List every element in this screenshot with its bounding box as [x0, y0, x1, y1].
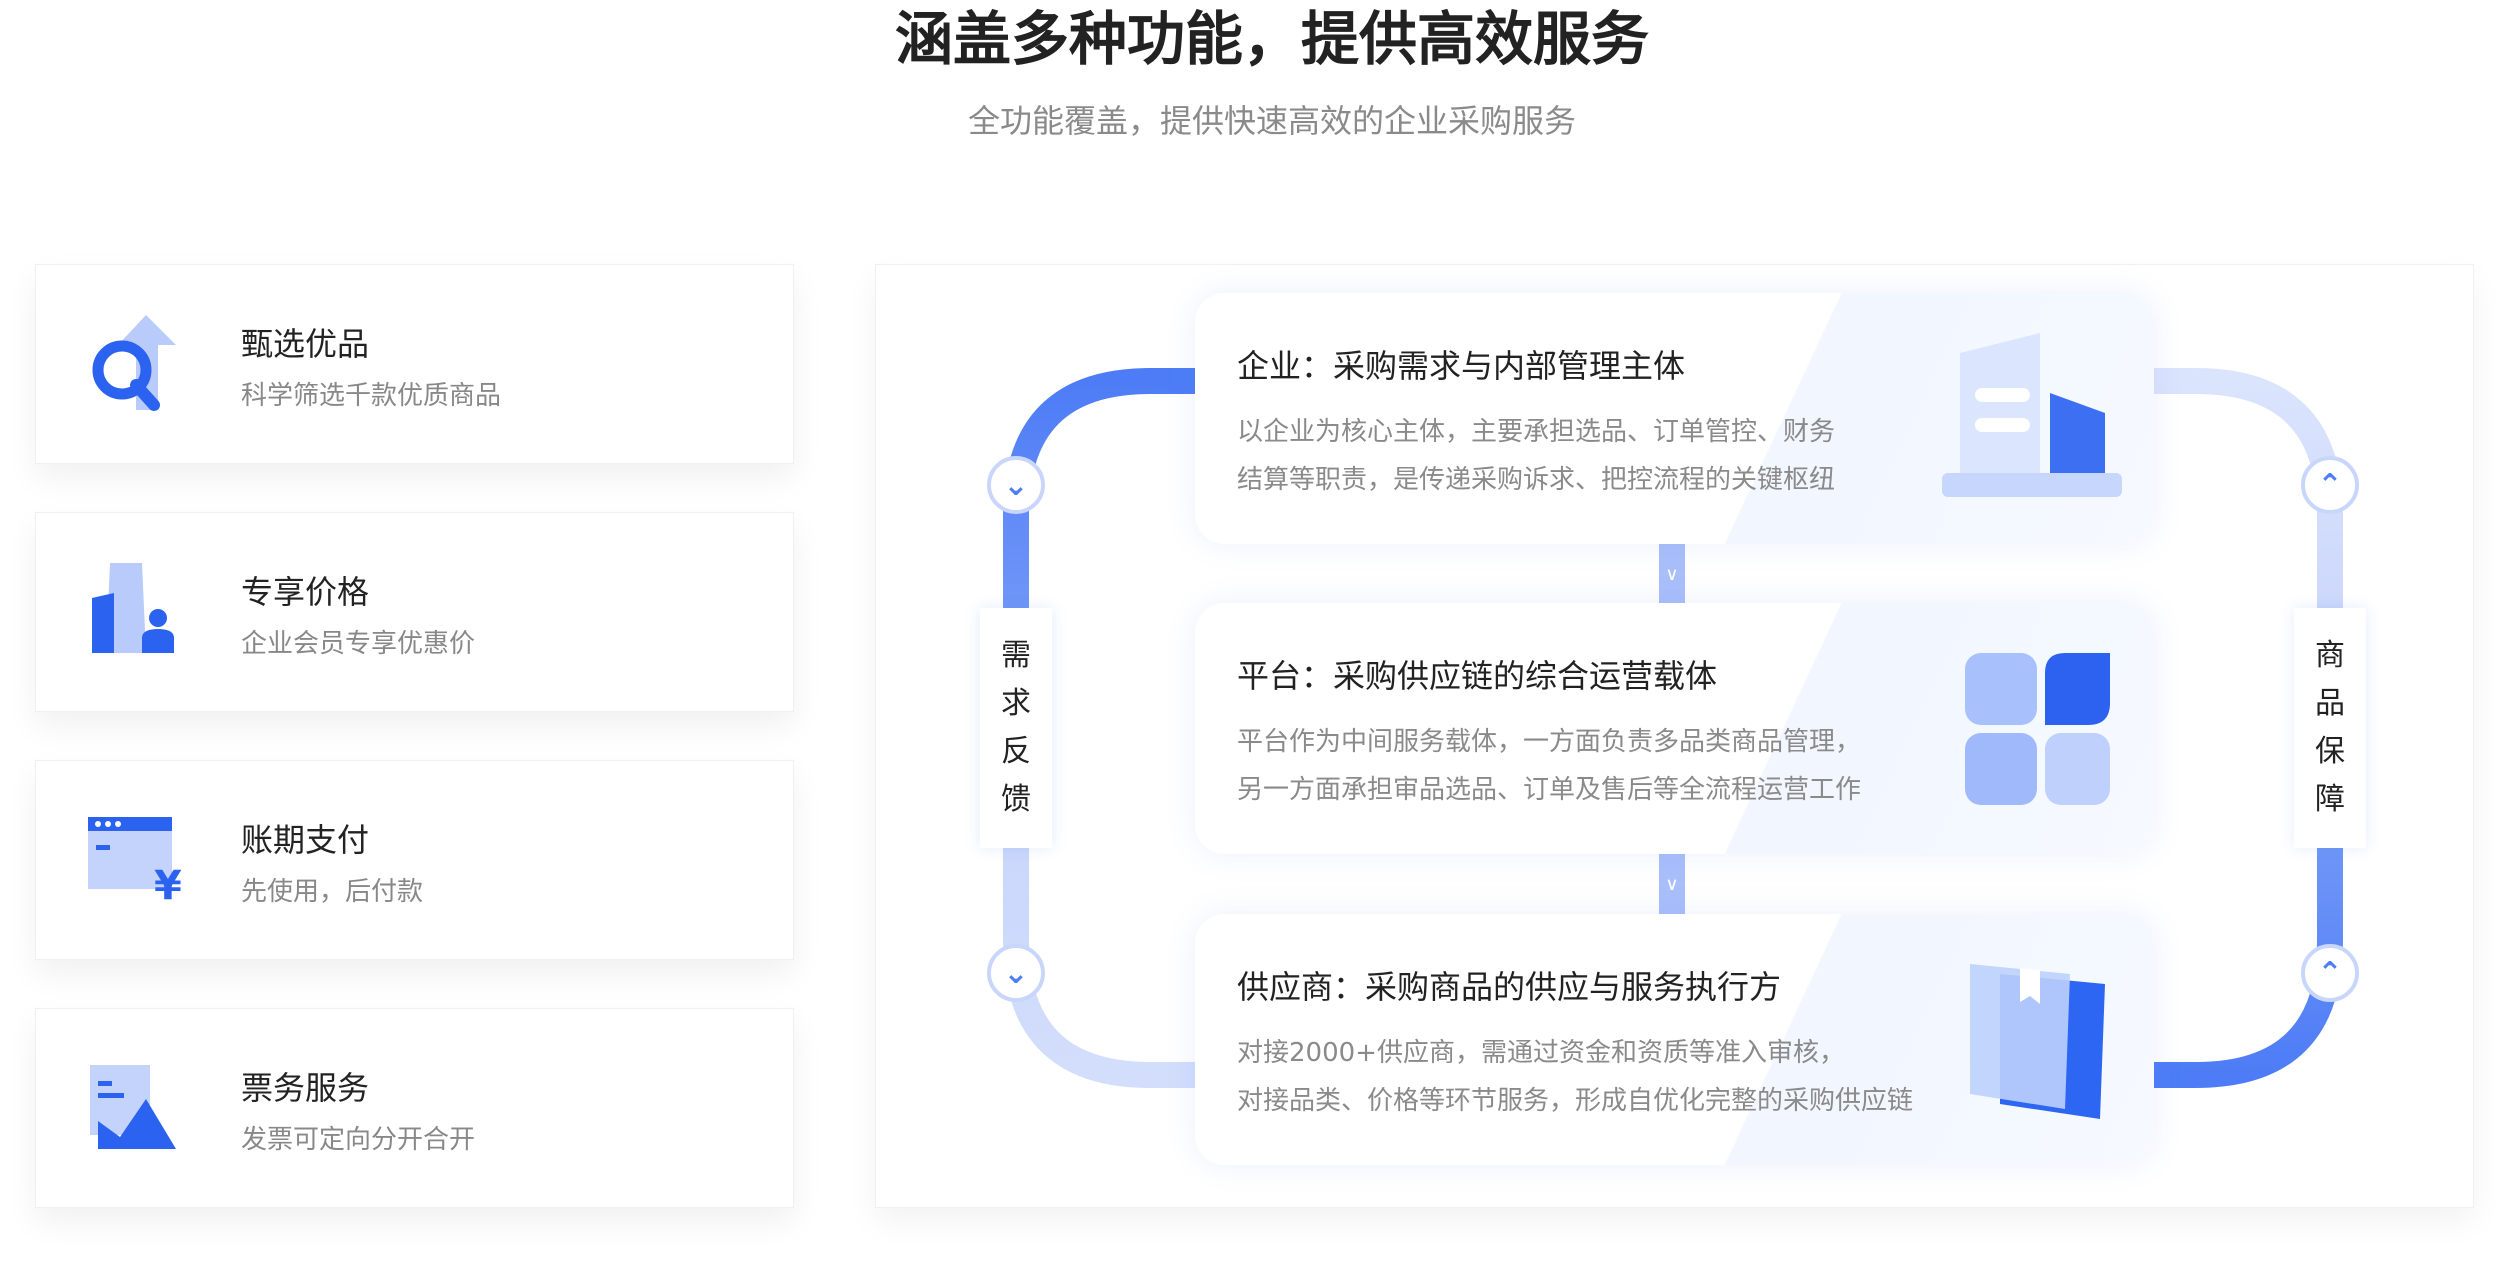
flow-card-title: 平台：采购供应链的综合运营载体 [1237, 657, 1718, 695]
flow-card-desc: 另一方面承担审品选品、订单及售后等全流程运营工作 [1237, 775, 1862, 805]
flow-card-title: 供应商：采购商品的供应与服务执行方 [1237, 968, 1782, 1006]
chevron-up-icon: ⌃ [2301, 944, 2359, 1002]
search-arrow-icon [92, 315, 176, 411]
feature-card-price[interactable]: 专享价格 企业会员专享优惠价 [35, 512, 794, 712]
feature-title: 专享价格 [241, 573, 370, 611]
building-icon [1942, 333, 2122, 497]
flow-card-desc: 以企业为核心主体，主要承担选品、订单管控、财务 [1237, 417, 1836, 447]
svg-text:¥: ¥ [154, 863, 182, 909]
feature-desc: 发票可定向分开合开 [241, 1125, 476, 1155]
feature-card-payment[interactable]: ¥ 账期支付 先使用，后付款 [35, 760, 794, 960]
label-char: 需 [1001, 638, 1031, 673]
flow-card-desc: 对接品类、价格等环节服务，形成自优化完整的采购供应链 [1237, 1086, 1914, 1116]
flow-card-title: 企业：采购需求与内部管理主体 [1237, 347, 1686, 385]
chevron-up-icon: ⌃ [2301, 456, 2359, 514]
feature-title: 票务服务 [241, 1069, 370, 1107]
flow-card-desc: 结算等职责，是传递采购诉求、把控流程的关键枢纽 [1237, 465, 1836, 495]
feature-title: 甄选优品 [241, 325, 370, 363]
label-char: 障 [2315, 782, 2345, 817]
flow-card-desc: 平台作为中间服务载体，一方面负责多品类商品管理， [1237, 727, 1862, 757]
label-char: 求 [1001, 686, 1031, 721]
label-char: 馈 [1001, 782, 1031, 817]
feature-card-selection[interactable]: 甄选优品 科学筛选千款优质商品 [35, 264, 794, 464]
grid-platform-icon [1965, 653, 2110, 805]
label-char: 反 [1001, 734, 1031, 769]
page-title: 涵盖多种功能，提供高效服务 [894, 5, 1649, 73]
chevron-down-icon: ⌄ [987, 456, 1045, 514]
label-demand-feedback: 需 求 反 馈 [980, 608, 1052, 848]
page-subtitle: 全功能覆盖，提供快速高效的企业采购服务 [967, 102, 1576, 140]
payment-icon: ¥ [88, 817, 182, 909]
chevron-down-icon: ⌄ [987, 944, 1045, 1002]
flow-card-platform: 平台：采购供应链的综合运营载体 平台作为中间服务载体，一方面负责多品类商品管理，… [1195, 603, 2154, 854]
feature-card-invoice[interactable]: 票务服务 发票可定向分开合开 [35, 1008, 794, 1208]
feature-desc: 企业会员专享优惠价 [241, 629, 476, 659]
label-char: 品 [2315, 686, 2345, 721]
flow-card-desc: 对接2000+供应商，需通过资金和资质等准入审核， [1237, 1038, 1845, 1068]
flow-card-supplier: 供应商：采购商品的供应与服务执行方 对接2000+供应商，需通过资金和资质等准入… [1195, 914, 2154, 1165]
book-icon [1970, 964, 2105, 1119]
label-char: 商 [2315, 638, 2345, 673]
feature-desc: 先使用，后付款 [241, 877, 424, 907]
feature-desc: 科学筛选千款优质商品 [241, 381, 502, 411]
label-char: 保 [2315, 734, 2345, 769]
feature-title: 账期支付 [241, 821, 370, 859]
label-product-guarantee: 商 品 保 障 [2294, 608, 2366, 848]
member-price-icon [92, 563, 174, 653]
invoice-icon [90, 1065, 176, 1149]
connector-chevron-down-icon: ∨ [1659, 854, 1685, 914]
flow-card-enterprise: 企业：采购需求与内部管理主体 以企业为核心主体，主要承担选品、订单管控、财务 结… [1195, 293, 2154, 544]
connector-chevron-down-icon: ∨ [1659, 544, 1685, 604]
